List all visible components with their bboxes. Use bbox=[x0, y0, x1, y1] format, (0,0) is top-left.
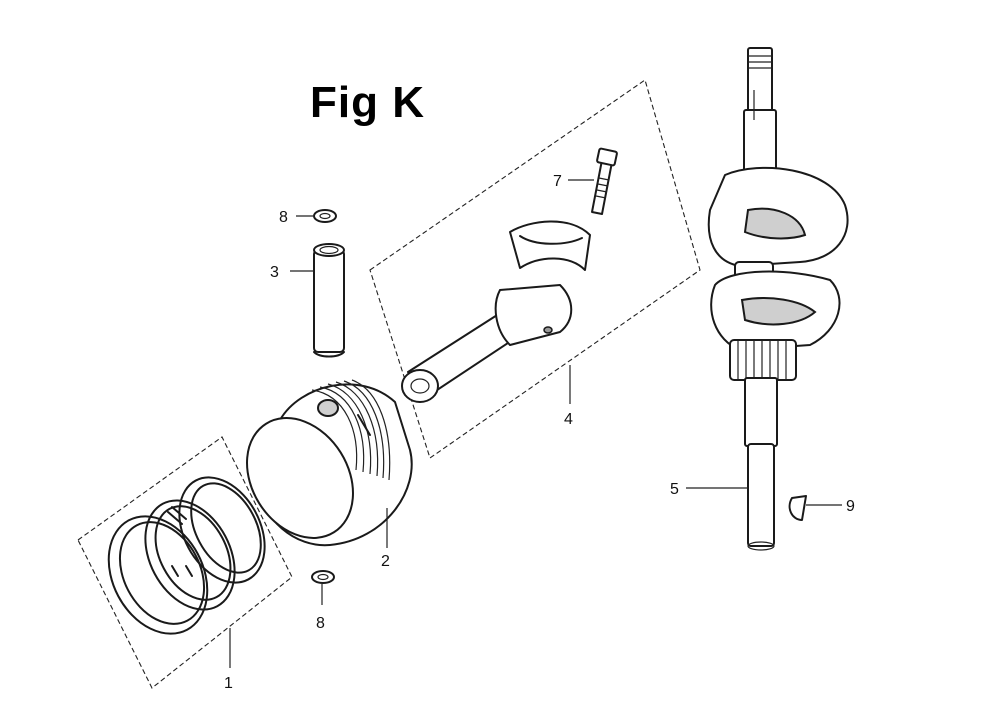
pin-clip-bottom-part[interactable] bbox=[311, 570, 335, 584]
callout-1: 1 bbox=[224, 675, 233, 692]
connecting-rod-frame bbox=[369, 79, 701, 459]
figure-title: Fig K bbox=[310, 78, 425, 127]
callout-3: 3 bbox=[270, 264, 279, 281]
callout-5: 5 bbox=[670, 481, 679, 498]
callout-8-top: 8 bbox=[279, 209, 288, 226]
connecting-rod-part[interactable] bbox=[369, 79, 701, 459]
leader-lines bbox=[229, 179, 842, 668]
woodruff-key-part[interactable] bbox=[788, 495, 807, 521]
callout-9: 9 bbox=[846, 498, 855, 515]
callout-8-bottom: 8 bbox=[316, 615, 325, 632]
callout-7: 7 bbox=[553, 173, 562, 190]
callout-4: 4 bbox=[564, 411, 573, 428]
crankshaft-part[interactable] bbox=[707, 47, 849, 551]
pin-clip-top-part[interactable] bbox=[313, 209, 337, 223]
piston-rings-part[interactable] bbox=[77, 436, 293, 689]
rod-bolt-part[interactable] bbox=[591, 147, 618, 215]
callout-2: 2 bbox=[381, 553, 390, 570]
piston-pin-part[interactable] bbox=[313, 243, 345, 358]
piston-part[interactable] bbox=[225, 379, 413, 558]
